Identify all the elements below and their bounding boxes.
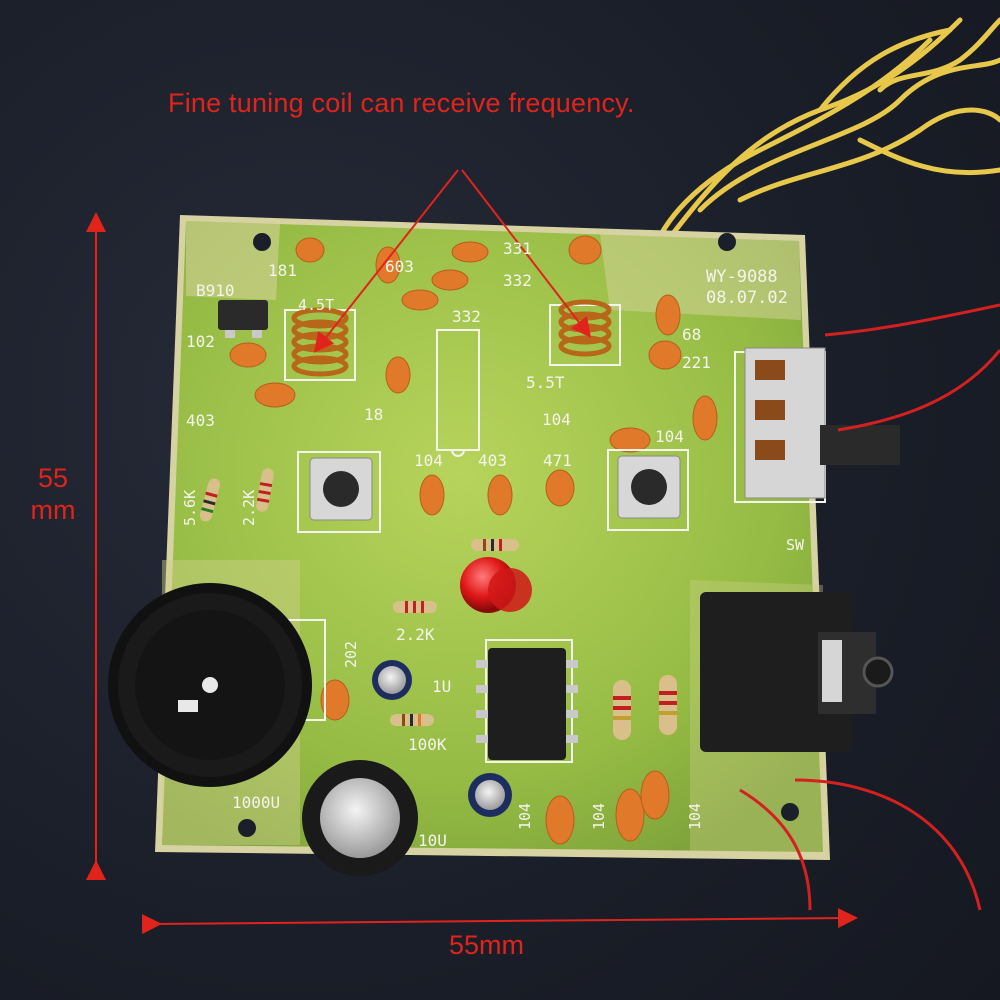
- silk-603: 603: [385, 257, 414, 276]
- silk-104-a: 104: [542, 410, 571, 429]
- push-button-right: [607, 449, 689, 531]
- silk-22k-b: 2.2K: [396, 625, 435, 644]
- silk-332-a: 332: [503, 271, 532, 290]
- antenna-wire: [647, 17, 1000, 265]
- width-dimension-label: 55mm: [449, 930, 525, 960]
- red-wires: [739, 303, 1000, 911]
- ceramic-capacitors: [229, 235, 718, 845]
- silk-1u: 1U: [432, 677, 451, 696]
- silk-202: 202: [342, 641, 360, 668]
- height-unit: mm: [30, 495, 76, 525]
- width-dimension-line: [141, 908, 858, 935]
- silk-104-b: 104: [655, 427, 684, 446]
- resistors: [199, 468, 677, 740]
- silk-22k-a: 2.2K: [240, 490, 258, 526]
- arrow-to-right-coil: [461, 169, 592, 338]
- silk-104-f: 104: [686, 803, 704, 830]
- silk-403-b: 403: [478, 451, 507, 470]
- silk-331: 331: [503, 239, 532, 258]
- ic-socket-outline: [436, 329, 480, 457]
- silk-221: 221: [682, 353, 711, 372]
- electrolytic-cap-10u: [468, 773, 512, 817]
- b910-transistor: [218, 300, 268, 338]
- silk-18: 18: [364, 405, 383, 424]
- audio-ic: [476, 639, 578, 763]
- caption-annotation: Fine tuning coil can receive frequency.: [168, 88, 635, 118]
- silk-68: 68: [682, 325, 701, 344]
- slide-switch: [734, 347, 900, 503]
- silk-104-c: 104: [414, 451, 443, 470]
- silk-471: 471: [543, 451, 572, 470]
- silk-coil-45: 4.5T: [298, 296, 334, 314]
- volume-knob: [108, 583, 326, 787]
- red-led: [460, 557, 532, 613]
- silk-332-b: 332: [452, 307, 481, 326]
- silk-1000u: 1000U: [232, 793, 280, 812]
- headphone-jack: [700, 592, 894, 752]
- silk-coil-55: 5.5T: [526, 373, 565, 392]
- silk-10u: 10U: [418, 831, 447, 850]
- silk-56k: 5.6K: [181, 490, 199, 526]
- height-value: 55: [37, 463, 69, 493]
- silk-104-e: 104: [590, 803, 608, 830]
- arrow-to-left-coil: [313, 169, 459, 353]
- silk-403-a: 403: [186, 411, 215, 430]
- silk-102: 102: [186, 332, 215, 351]
- height-dimension-label: 55 mm: [18, 462, 88, 526]
- board-date: 08.07.02: [706, 288, 788, 308]
- electrolytic-cap-1u: [372, 660, 412, 700]
- electrolytic-cap-1000u: [302, 760, 418, 876]
- push-button-left: [297, 451, 381, 533]
- silk-sw: SW: [786, 536, 805, 554]
- silk-104-d: 104: [516, 803, 534, 830]
- silk-b910: B910: [196, 281, 235, 300]
- silk-100k: 100K: [408, 735, 447, 754]
- board-model: WY-9088: [706, 267, 778, 287]
- silk-181: 181: [268, 261, 297, 280]
